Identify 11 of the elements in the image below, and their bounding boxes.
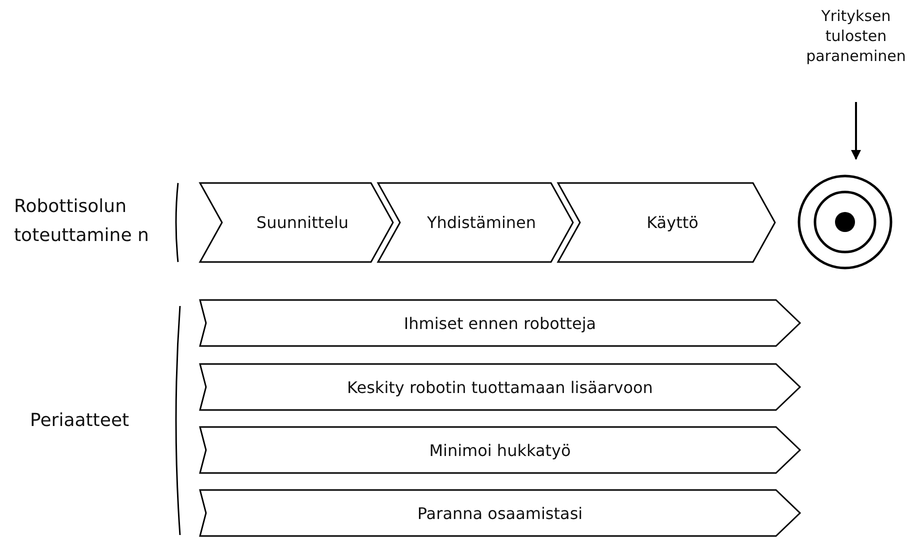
goal-label: Yrityksen tulosten paraneminen — [805, 6, 907, 66]
step-label: Paranna osaamistasi — [417, 504, 583, 522]
row-heading: Robottisolun toteuttamine n — [14, 195, 150, 248]
step-label: Ihmiset ennen robotteja — [404, 314, 596, 332]
step-label: Yhdistäminen — [426, 213, 536, 232]
step-label: Käyttö — [646, 213, 698, 232]
arrow — [851, 102, 861, 160]
step-label: Suunnittelu — [256, 213, 349, 232]
step-label: Minimoi hukkatyö — [429, 440, 571, 460]
row-heading: Periaatteet — [30, 409, 130, 433]
step-label: Keskity robotin tuottamaan lisäarvoon — [347, 378, 653, 396]
